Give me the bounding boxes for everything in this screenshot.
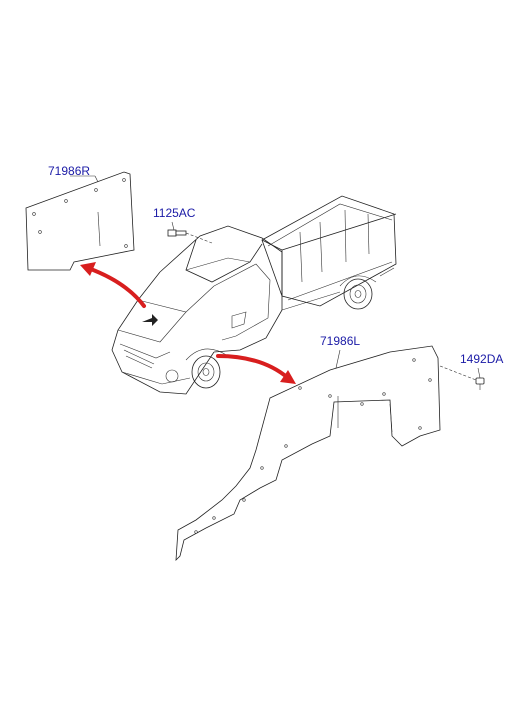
mud-guard-left: [175, 345, 441, 562]
callout-arrow-left-guard: [216, 354, 296, 384]
leader-71986R-tail: [94, 175, 99, 183]
label-71986R: 71986R: [48, 164, 90, 178]
truck-illustration: [111, 195, 397, 395]
bolt-icon: [167, 229, 213, 244]
leader-1492DA: [477, 367, 481, 379]
direction-arrow: [142, 314, 158, 326]
label-71986L: 71986L: [320, 334, 360, 348]
callout-arrow-right-guard: [80, 262, 146, 308]
screw-icon: [439, 365, 485, 390]
label-1492DA: 1492DA: [460, 352, 503, 366]
label-1125AC: 1125AC: [153, 206, 196, 220]
mud-guard-right: [25, 171, 135, 271]
leader-1125AC: [171, 221, 175, 231]
leader-71986L: [335, 349, 341, 369]
